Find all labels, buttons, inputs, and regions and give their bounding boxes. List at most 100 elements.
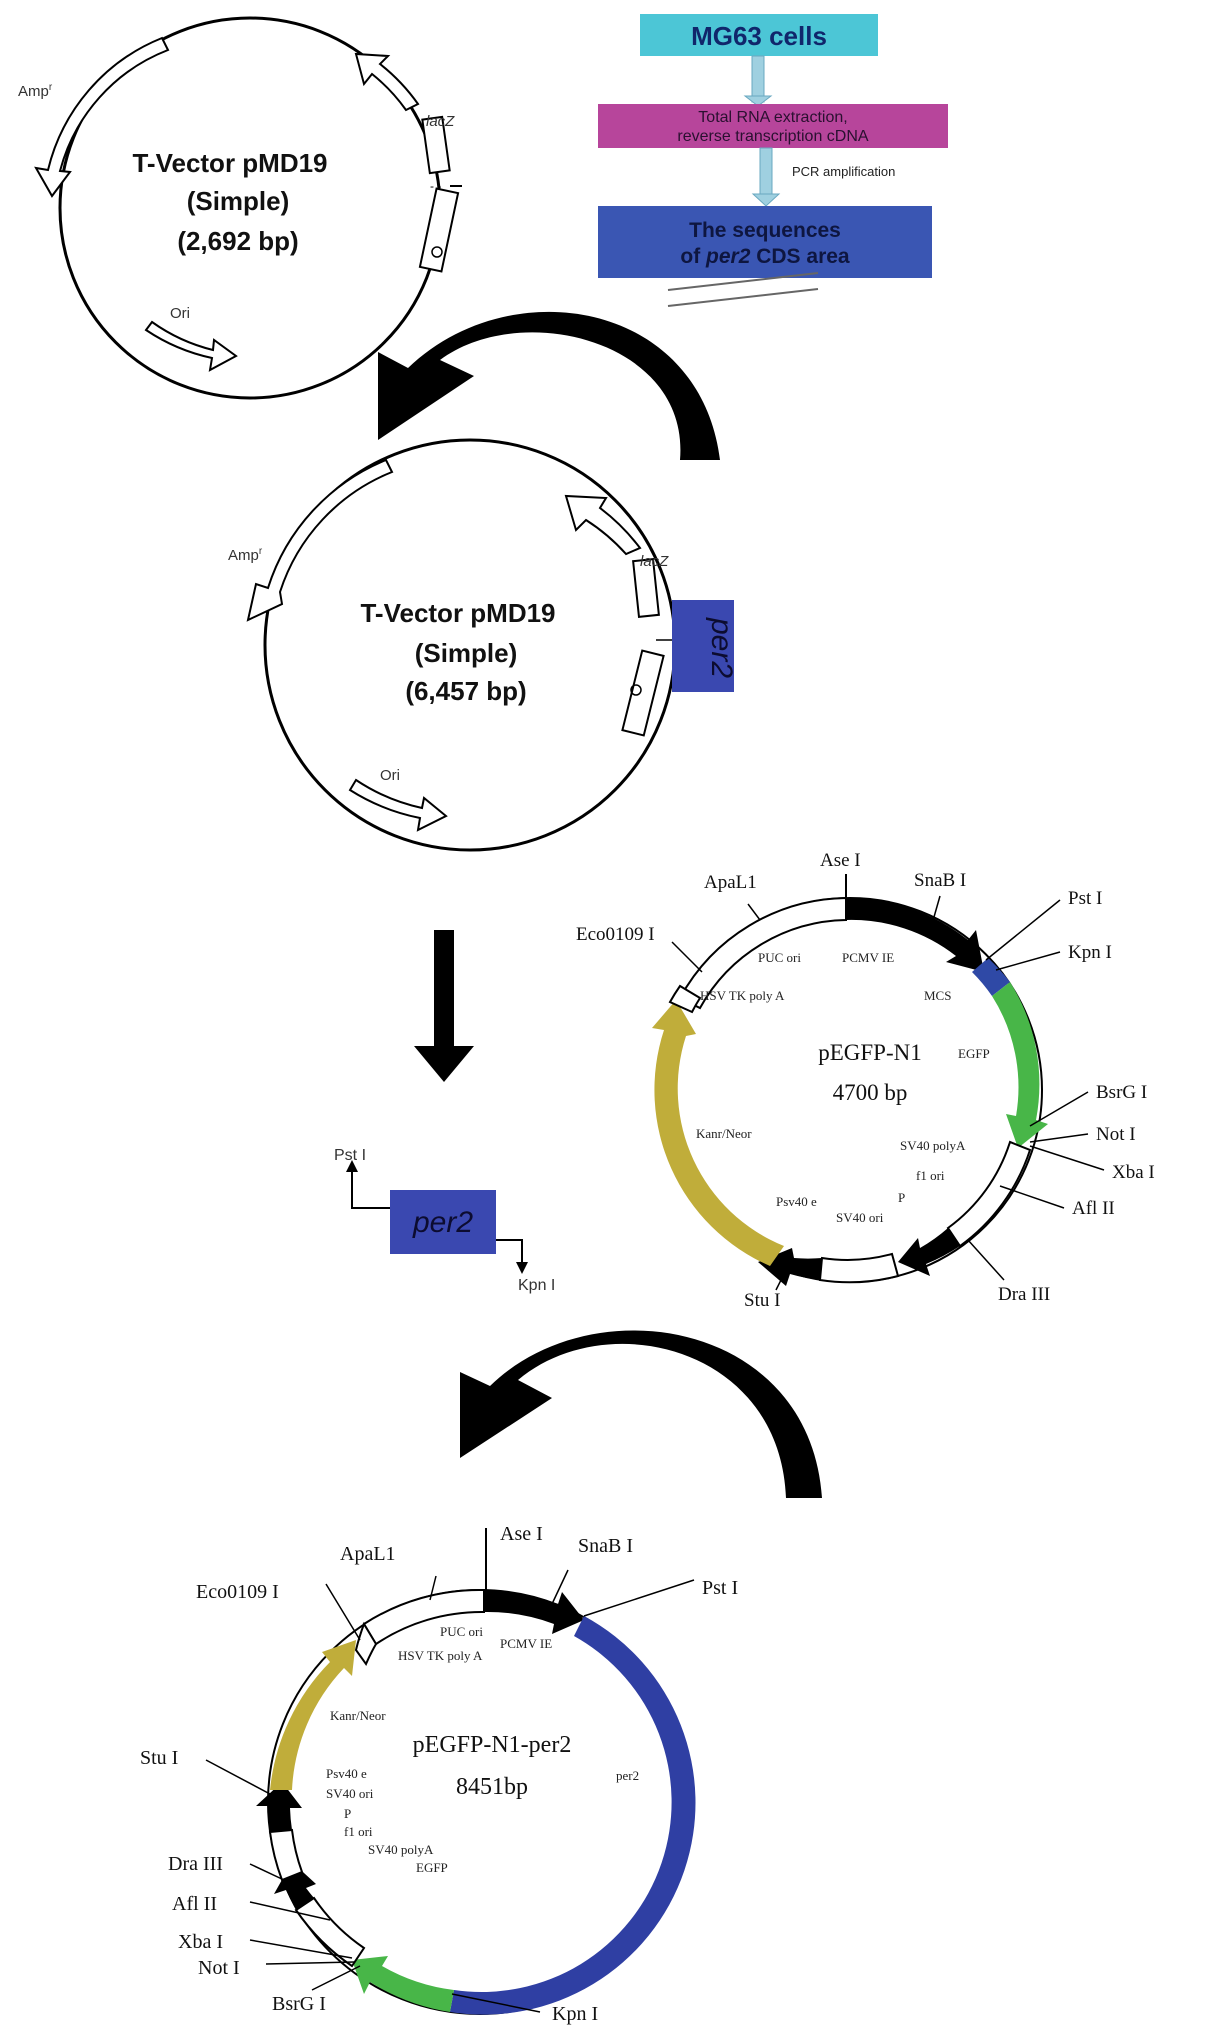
pegfp-n1-map: ApaL1 Ase I SnaB I Pst I Kpn I BsrG I No… [576,850,1155,1311]
vector2-lacz-box [632,558,660,618]
final-not-label: Not I [198,1957,240,1979]
vector2-lacz-arrow [564,494,642,556]
pegfp-f1-segment [946,1140,1032,1248]
final-kan-label: Kanr/Neor [330,1708,386,1723]
pegfp-egfp-arrow [992,982,1048,1148]
vector2-per2-insert [672,600,734,692]
final-xba-label: Xba I [178,1931,223,1953]
vector1-ori-arrow [144,320,238,372]
pegfp-dra-line [967,1239,1005,1281]
pegfp-mcs-segment [972,958,1010,996]
pegfp-xba-label: Xba I [1112,1162,1155,1183]
vector1-promoter-mark [431,246,443,258]
pegfp-psv40-label: Psv40 e [776,1194,817,1209]
pegfp-egfp-label: EGFP [958,1046,990,1061]
vector1-title-2: (Simple) [187,186,290,216]
final-snab-line [551,1569,569,1605]
final-f1-label: f1 ori [344,1824,373,1839]
pegfp-title-2: 4700 bp [833,1080,908,1105]
pegfp-p-arrow [898,1228,960,1276]
vector2-amp-label: Ampr [228,546,263,564]
pegfp-mcs-label: MCS [924,988,951,1003]
final-pst-label: Pst I [702,1577,738,1599]
final-hsv-segment [354,1621,378,1667]
vector2-amp-arrow [246,458,394,622]
final-bsrg-label: BsrG I [272,1993,326,2015]
final-f1-segment [294,1896,366,1968]
vector1-lacz-box [421,115,451,175]
pegfp-afl-label: Afl II [1072,1198,1115,1219]
pegfp-kan-label: Kanr/Neor [696,1126,752,1141]
pegfp-kan-arrow [652,1000,784,1266]
final-stu-label: Stu I [140,1747,178,1769]
final-pcmv-label: PCMV IE [500,1636,552,1651]
per2-fragment: Pst I per2 Kpn I [334,1147,555,1294]
final-pst-line [583,1579,695,1617]
final-dra-line [249,1863,285,1881]
vector1-lacz-arrow [354,52,420,112]
final-xba-line [249,1939,353,1959]
vector2-promoter-mark [630,684,642,696]
fragment-left-arm [346,1160,390,1209]
pegfp-pst-label: Pst I [1068,888,1102,909]
pegfp-p-label: P [898,1190,905,1205]
flow-shadow-line-2 [667,288,819,307]
final-p-arrow [274,1862,316,1910]
pegfp-puc-label: PUC ori [758,950,801,965]
pegfp-f1-label: f1 ori [916,1168,945,1183]
pegfp-pcmv-arrow [846,897,984,972]
curved-arrow-1 [378,311,720,460]
final-snab-label: SnaB I [578,1535,633,1557]
final-eco-label: Eco0109 I [196,1581,279,1603]
final-sv40ori-segment [268,1828,304,1882]
pegfp-n1-per2-map: ApaL1 Ase I SnaB I Pst I Eco0109 I Stu I… [140,1523,738,2025]
vector1-cut-marks: - - [430,179,441,193]
final-title-1: pEGFP-N1-per2 [413,1732,572,1758]
pegfp-snab-line [931,895,941,925]
pegfp-pcmv-label: PCMV IE [842,950,894,965]
mg63-box [640,14,878,56]
final-psv40-label: Psv40 e [326,1766,367,1781]
pegfp-sv40pa-label: SV40 polyA [900,1138,966,1153]
rna-extraction-line1: Total RNA extraction, [698,109,847,126]
fragment-right-arm [496,1239,528,1274]
final-sv40pa-label: SV40 polyA [368,1842,434,1857]
rna-extraction-line2: reverse transcription cDNA [677,128,869,145]
pegfp-sv40ori-segment [818,1252,900,1284]
final-per2-label: per2 [616,1768,639,1783]
final-bsrg-line [311,1965,361,1991]
pegfp-kpn-label: Kpn I [1068,942,1112,963]
t-vector-2692: - - Ampr lacZ Ori T-Vector pMD19 (Simple… [18,16,462,400]
vector2-title-1: T-Vector pMD19 [360,598,555,628]
rna-extraction-box [598,104,948,148]
pegfp-not-line [1029,1133,1089,1143]
pegfp-hsv-label: HSV TK poly A [700,988,785,1003]
final-kan-arrow [270,1640,356,1790]
final-dra-label: Dra III [168,1853,223,1875]
vector2-title-3: (6,457 bp) [405,676,526,706]
pegfp-kpn-line [995,951,1061,971]
pegfp-eco-label: Eco0109 I [576,924,655,945]
final-psv40-arrow [256,1782,302,1832]
pegfp-stu-line [775,1269,787,1291]
fragment-per2-label: per2 [412,1206,473,1239]
vector2-lacz-label: lacZ [640,553,669,570]
mg63-label: MG63 cells [691,21,827,51]
flow-connector-arrow-1 [743,95,773,107]
vector2-ori-arrow [348,778,448,832]
vector2-title-2: (Simple) [415,638,518,668]
flow-shadow-line-1 [667,272,819,291]
final-apal1-label: ApaL1 [340,1543,396,1565]
vector1-title-3: (2,692 bp) [177,226,298,256]
fragment-per2-box [390,1190,496,1254]
vector2-ori-label: Ori [380,767,400,784]
pegfp-xba-line [1029,1145,1105,1171]
final-egfp-label: EGFP [416,1860,448,1875]
vector1-amp-label: Ampr [18,82,53,100]
final-afl-label: Afl II [172,1893,217,1915]
vector2-mcs-box [621,649,665,737]
pegfp-afl-line [999,1185,1065,1209]
down-arrow-shaft [434,930,454,1048]
cds-box [598,206,932,278]
